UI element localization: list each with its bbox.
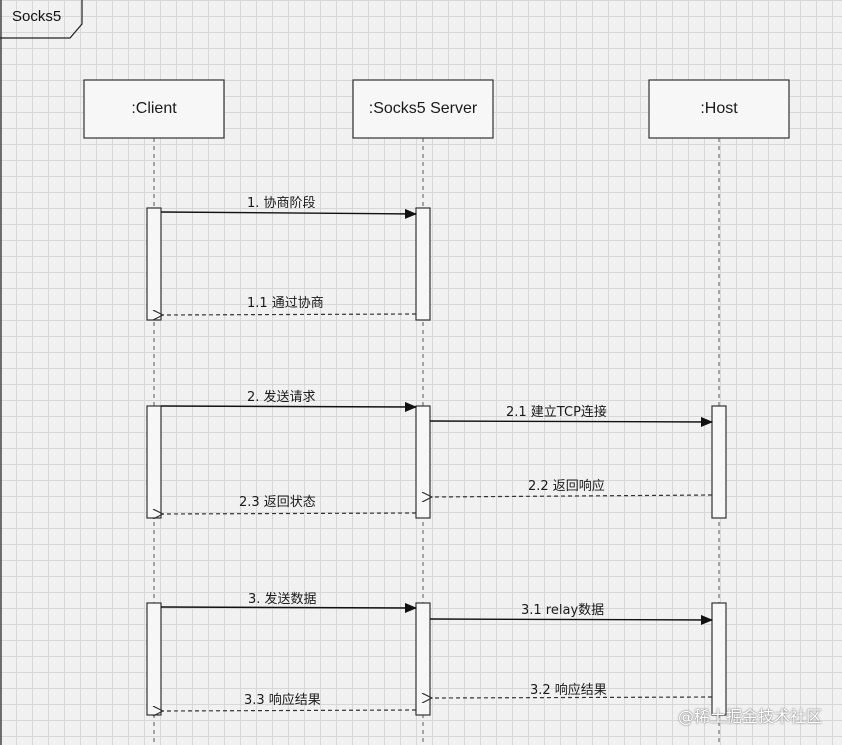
message-arrow-3[interactable]: [160, 602, 417, 613]
message-arrow-2[interactable]: [160, 401, 417, 412]
message-label-2-1: 2.1 建立TCP连接: [506, 405, 607, 420]
message-label-3-2: 3.2 响应结果: [530, 683, 607, 698]
activation-client-3: [146, 602, 162, 716]
activation-server-1: [415, 207, 431, 321]
message-arrow-2-2[interactable]: [432, 495, 713, 497]
message-label-1: 1. 协商阶段: [247, 196, 316, 211]
activation-server-2: [415, 405, 431, 519]
activation-client-1: [146, 207, 162, 321]
message-arrow-2-1[interactable]: [429, 416, 713, 427]
participant-box-host[interactable]: [648, 79, 790, 139]
message-label-3: 3. 发送数据: [248, 592, 317, 607]
message-arrow-2-3[interactable]: [163, 513, 417, 514]
participant-box-server[interactable]: [352, 79, 494, 139]
message-arrow-3-1[interactable]: [429, 614, 713, 625]
participant-label-server: :Socks5 Server: [368, 100, 478, 117]
message-label-3-1: 3.1 relay数据: [521, 603, 605, 618]
message-arrow-3-2[interactable]: [432, 697, 713, 698]
message-arrow-1-1[interactable]: [163, 314, 417, 315]
frame-title: Socks5: [12, 8, 62, 25]
activation-host-3: [711, 602, 727, 716]
participant-label-host: :Host: [700, 100, 738, 117]
participant-label-client: :Client: [131, 100, 177, 117]
frame-tab: [0, 0, 83, 39]
message-label-2-3: 2.3 返回状态: [239, 495, 316, 510]
message-label-2-2: 2.2 返回响应: [528, 479, 605, 494]
watermark: @稀土掘金技术社区: [677, 707, 822, 726]
activation-host-2: [711, 405, 727, 519]
message-arrow-1[interactable]: [160, 208, 417, 219]
activation-client-2: [146, 405, 162, 519]
participant-box-client[interactable]: [83, 79, 225, 139]
message-label-1-1: 1.1 通过协商: [247, 296, 324, 311]
message-label-3-3: 3.3 响应结果: [244, 693, 321, 708]
message-arrow-3-3[interactable]: [163, 710, 417, 711]
activation-server-3: [415, 602, 431, 716]
message-label-2: 2. 发送请求: [247, 390, 316, 405]
